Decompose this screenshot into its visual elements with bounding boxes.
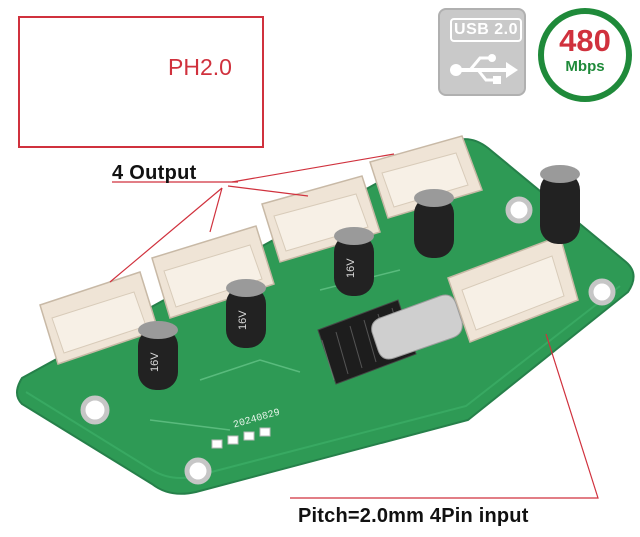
usb-badge: USB 2.0: [438, 8, 526, 96]
usb-trident-icon: [450, 54, 518, 84]
mount-hole: [588, 278, 616, 306]
pcb-board: [16, 138, 635, 495]
speed-value: 480: [559, 23, 611, 58]
callout-lines: [109, 153, 599, 499]
capacitor: [226, 279, 266, 348]
cap-rating: 16V: [345, 258, 357, 278]
mount-hole: [80, 395, 110, 425]
capacitor: [138, 321, 178, 390]
cap-rating: 16V: [149, 352, 161, 372]
led-row: [211, 427, 271, 449]
input-callout-label: Pitch=2.0mm 4Pin input: [298, 505, 529, 527]
speed-badge: 480 Mbps: [538, 8, 632, 102]
speed-unit: Mbps: [565, 58, 605, 75]
cap-rating: 16V: [237, 310, 249, 330]
connector-type-label: PH2.0: [168, 54, 232, 80]
connector-inset: PH2.0: [18, 16, 264, 148]
mount-hole: [505, 196, 533, 224]
capacitor: [334, 227, 374, 296]
input-connector: [447, 235, 579, 343]
usb-version-label: USB 2.0: [450, 18, 522, 42]
output-connector: [369, 135, 483, 219]
output-connector: [151, 225, 275, 319]
output-callout-label: 4 Output: [112, 162, 197, 184]
crystal-oscillator: [371, 294, 463, 360]
mount-hole: [184, 457, 212, 485]
capacitor: [414, 189, 454, 258]
capacitor: [540, 165, 580, 244]
